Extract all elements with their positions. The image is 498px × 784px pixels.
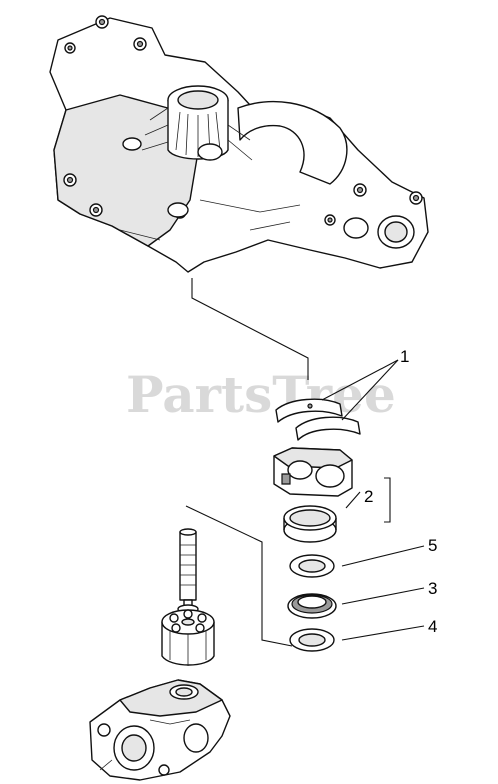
callout-2: 2 (364, 487, 373, 506)
callout-1: 1 (400, 347, 409, 366)
center-section (89, 679, 231, 781)
callout-3: 3 (428, 579, 437, 598)
thrust-bearing (287, 593, 337, 619)
washer (289, 554, 335, 578)
transaxle-housing (49, 15, 429, 273)
callout-leaders (321, 359, 425, 641)
watermark: PartsTree (126, 365, 396, 424)
exploded-leader-lower (185, 505, 293, 647)
thrust-ring (283, 505, 337, 543)
callout-5: 5 (428, 536, 437, 555)
callout-4: 4 (428, 617, 437, 636)
cylinder-block (161, 609, 215, 666)
half-bearing-pair (275, 398, 361, 441)
cradle-block (273, 447, 353, 497)
exploded-leader-upper (191, 278, 309, 380)
thrust-washer (289, 628, 335, 652)
input-shaft (179, 528, 197, 617)
